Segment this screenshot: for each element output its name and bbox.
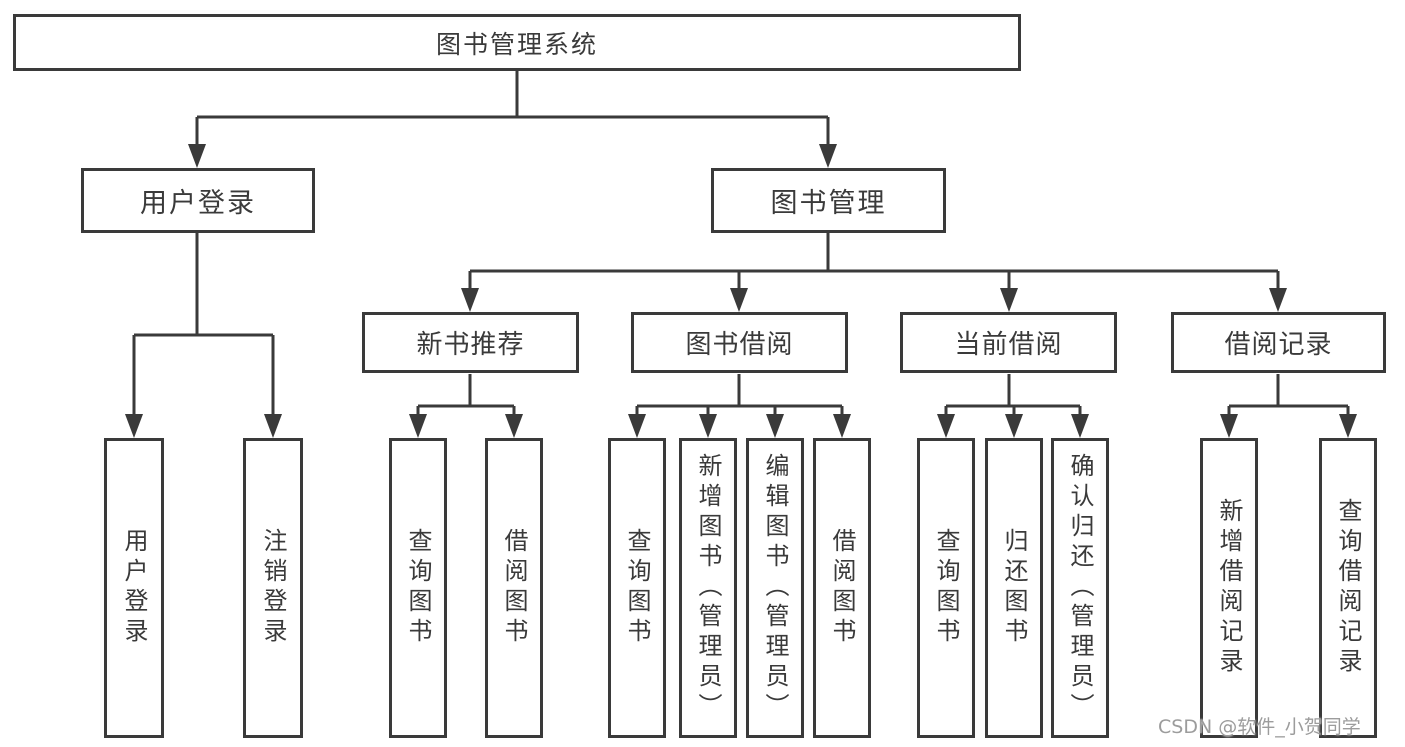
arrowhead-icon (1339, 414, 1357, 438)
node-new-book-recommendation: 新书推荐 (362, 312, 579, 373)
leaf-borrow-books-2: 借阅图书 (813, 438, 871, 738)
arrowhead-icon (730, 288, 748, 312)
connector-bookmgmt-to-level3 (468, 233, 1280, 292)
node-borrowing-records: 借阅记录 (1171, 312, 1386, 373)
leaf-add-borrow-record: 新增借阅记录 (1200, 438, 1258, 738)
leaf-query-books-1: 查询图书 (389, 438, 447, 738)
arrowhead-icon (125, 414, 143, 438)
connector-newbook-to-leaves (416, 374, 516, 420)
arrowhead-icon (819, 144, 837, 168)
leaf-query-borrow-record: 查询借阅记录 (1319, 438, 1377, 738)
leaf-label: 归还图书 (1000, 528, 1028, 648)
arrowhead-icon (188, 144, 206, 168)
leaf-label: 借阅图书 (828, 528, 856, 648)
leaf-label: 查询借阅记录 (1334, 498, 1362, 678)
leaf-label: 注销登录 (259, 528, 287, 648)
leaf-edit-books-admin: 编辑图书（管理员） (746, 438, 804, 738)
leaf-label: 查询图书 (404, 528, 432, 648)
arrowhead-icon (409, 414, 427, 438)
arrowhead-icon (766, 414, 784, 438)
node-book-management-system: 图书管理系统 (13, 14, 1021, 71)
arrowhead-icon (833, 414, 851, 438)
arrowhead-icon (699, 414, 717, 438)
connector-userlogin-to-leaves (132, 233, 275, 418)
leaf-return-books: 归还图书 (985, 438, 1043, 738)
leaf-logout: 注销登录 (243, 438, 303, 738)
connector-root-to-level2 (195, 71, 830, 148)
arrowhead-icon (937, 414, 955, 438)
node-book-borrowing: 图书借阅 (631, 312, 848, 373)
node-current-borrowing: 当前借阅 (900, 312, 1117, 373)
arrowhead-icon (505, 414, 523, 438)
arrowhead-icon (628, 414, 646, 438)
arrowhead-icon (1000, 288, 1018, 312)
leaf-label: 查询图书 (623, 528, 651, 648)
leaf-query-books-2: 查询图书 (608, 438, 666, 738)
connector-records-to-leaves (1227, 374, 1350, 420)
leaf-add-books-admin: 新增图书（管理员） (679, 438, 737, 738)
csdn-watermark: CSDN @软件_小贺同学 (1158, 716, 1361, 738)
leaf-label: 编辑图书（管理员） (761, 453, 789, 723)
leaf-borrow-books-1: 借阅图书 (485, 438, 543, 738)
leaf-label: 确认归还（管理员） (1066, 453, 1094, 723)
leaf-label: 用户登录 (120, 528, 148, 648)
node-user-login: 用户登录 (81, 168, 315, 233)
leaf-user-login: 用户登录 (104, 438, 164, 738)
leaf-label: 新增图书（管理员） (694, 453, 722, 723)
leaf-label: 查询图书 (932, 528, 960, 648)
arrowhead-icon (1005, 414, 1023, 438)
connector-current-to-leaves (944, 374, 1082, 420)
arrowhead-icon (1269, 288, 1287, 312)
leaf-label: 借阅图书 (500, 528, 528, 648)
arrowhead-icon (461, 288, 479, 312)
connector-borrowing-to-leaves (635, 374, 844, 420)
node-book-management: 图书管理 (711, 168, 946, 233)
leaf-query-books-3: 查询图书 (917, 438, 975, 738)
arrowhead-icon (1071, 414, 1089, 438)
arrowhead-icon (1220, 414, 1238, 438)
leaf-confirm-return-admin: 确认归还（管理员） (1051, 438, 1109, 738)
arrowhead-icon (264, 414, 282, 438)
leaf-label: 新增借阅记录 (1215, 498, 1243, 678)
